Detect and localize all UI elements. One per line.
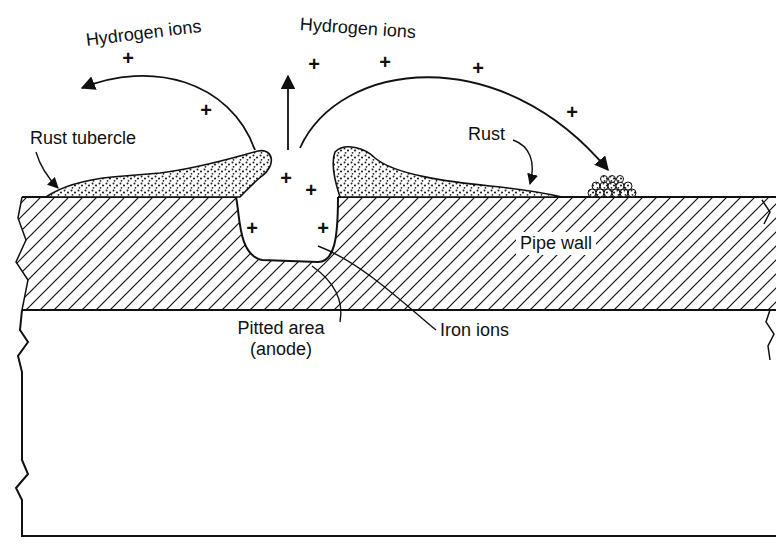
plus-sign: + [308,54,320,74]
rust-deposit [333,147,562,197]
plus-sign: + [317,218,329,238]
ion-label: Hydrogen ions [85,16,203,51]
leader-line [36,152,58,188]
ion-arrow [287,76,289,150]
plus-sign: + [280,168,292,188]
pipe-outline [16,310,776,536]
part-label: Iron ions [440,320,509,341]
plus-sign: + [122,48,134,68]
part-label: Rust tubercle [30,128,136,149]
plus-sign: + [200,100,212,120]
break-line [766,310,774,360]
ion-label: Hydrogen ions [299,14,416,43]
plus-sign: + [305,180,317,200]
ion-arrow [300,77,608,170]
wall-edge [22,197,776,310]
rust-tubercle [46,151,271,197]
pit [236,196,338,262]
leader-line [513,140,532,184]
leader-line [318,246,436,330]
plus-sign: + [246,218,258,238]
part-label: Pipe wall [516,232,596,255]
part-label: Rust [468,124,505,145]
pit-outline [236,197,338,262]
rust-pellets [588,176,636,198]
plus-sign: + [379,52,391,72]
plus-sign: + [566,102,578,122]
break-mark [762,200,770,224]
plus-sign: + [472,58,484,78]
pipe-wall [16,197,776,310]
part-label: Pitted area (anode) [222,318,340,359]
break-line [16,197,28,310]
leader-line [312,266,341,322]
